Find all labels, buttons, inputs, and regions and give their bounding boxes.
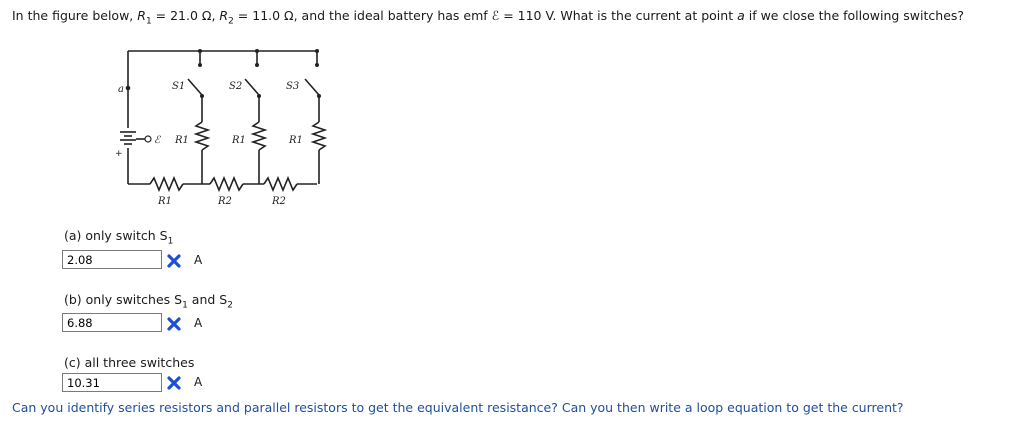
incorrect-x-icon (167, 317, 181, 331)
emf-label: ℰ (154, 135, 161, 146)
bottom-resistor-label-2: R2 (217, 196, 232, 207)
switch-label-3: S3 (286, 81, 299, 92)
incorrect-x-icon (167, 254, 181, 268)
bottom-resistor-label-1: R1 (157, 196, 172, 207)
circuit-diagram: a S1 S2 S3 ℰ R1 R1 R1 R1 R2 R2 + (115, 49, 327, 207)
part-b-answer-input[interactable] (62, 313, 162, 332)
part-a-unit: A (194, 253, 203, 267)
part-c-unit: A (194, 375, 203, 389)
part-a-answer-input[interactable] (62, 250, 162, 269)
bottom-resistor-label-3: R2 (271, 196, 286, 207)
vertical-resistor-label-3: R1 (288, 135, 303, 146)
part-c-label: (c) all three switches (64, 355, 195, 370)
vertical-resistor-label-2: R1 (231, 135, 246, 146)
point-a-dot (125, 85, 131, 91)
question-text: In the figure below, R1 = 21.0 Ω, R2 = 1… (12, 8, 965, 27)
hint-text: Can you identify series resistors and pa… (12, 400, 904, 415)
part-a-label: (a) only switch S1 (64, 228, 174, 247)
part-b-label: (b) only switches S1 and S2 (64, 292, 233, 311)
vertical-resistor-label-1: R1 (174, 135, 189, 146)
part-b-unit: A (194, 316, 203, 330)
incorrect-x-icon (167, 376, 181, 390)
switch-label-1: S1 (172, 81, 185, 92)
part-c-answer-input[interactable] (62, 373, 162, 392)
point-a-label: a (118, 84, 124, 95)
battery-plus-label: + (115, 149, 123, 159)
switch-label-2: S2 (229, 81, 242, 92)
